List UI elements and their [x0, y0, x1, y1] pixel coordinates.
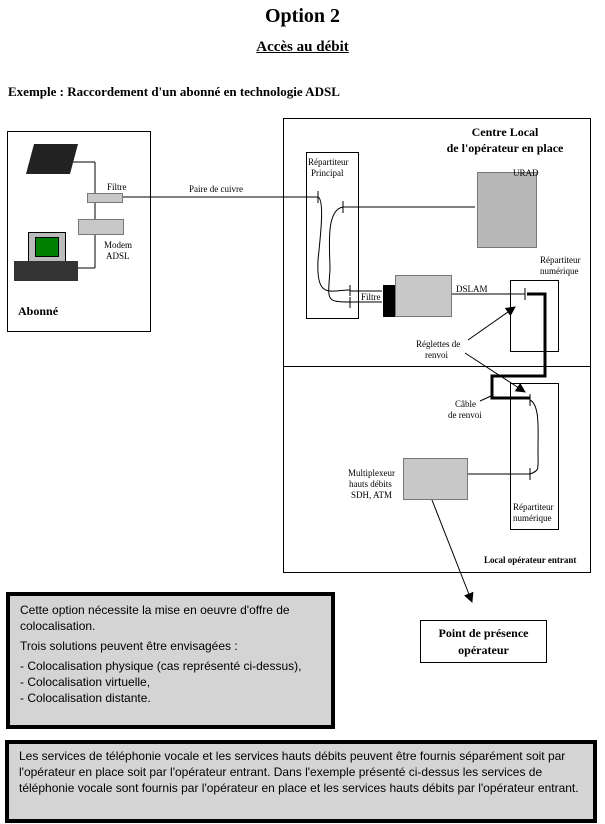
- point-of-presence-box: Point de présence opérateur: [420, 620, 547, 663]
- digital-distributor-top-label-1: Répartiteur: [540, 255, 581, 265]
- filter-device-icon: [87, 193, 123, 203]
- digital-distributor-bottom-label-2: numérique: [513, 513, 552, 523]
- dslam-filter-label: Filtre: [361, 292, 381, 302]
- pop-label-2: opérateur: [458, 643, 509, 657]
- cable-label-2: de renvoi: [448, 410, 482, 420]
- multiplexer-icon: [403, 458, 468, 500]
- cable-label-1: Câble: [455, 399, 476, 409]
- central-office-title: Centre Local de l'opérateur en place: [430, 124, 580, 156]
- digital-distributor-bottom-label-1: Répartiteur: [513, 502, 554, 512]
- note-line: Trois solutions peuvent être envisagées …: [20, 639, 238, 653]
- mux-label-3: SDH, ATM: [351, 490, 393, 500]
- telephone-icon: [25, 144, 79, 174]
- modem-icon: [78, 219, 124, 235]
- divider: [283, 366, 590, 367]
- note-line: Cette option nécessite la mise en oeuvre…: [20, 603, 290, 633]
- copper-pair-label: Paire de cuivre: [189, 184, 243, 194]
- example-heading: Exemple : Raccordement d'un abonné en te…: [8, 84, 340, 99]
- modem-label-2: ADSL: [106, 251, 130, 261]
- strips-label-1: Réglettes de: [416, 339, 461, 349]
- main-distributor-label-1: Répartiteur: [308, 157, 349, 167]
- note-item: - Colocalisation physique (cas représent…: [20, 659, 302, 673]
- note-item: - Colocalisation distante.: [20, 691, 151, 705]
- mux-label-2: hauts débits: [349, 479, 392, 489]
- central-title-line-2: de l'opérateur en place: [446, 141, 564, 155]
- central-title-line-1: Centre Local: [471, 125, 539, 139]
- note-item: - Colocalisation virtuelle,: [20, 675, 151, 689]
- page-title: Option 2: [264, 5, 341, 27]
- dslam-label: DSLAM: [456, 284, 488, 294]
- keyboard-icon: [14, 261, 78, 281]
- page-subtitle: Accès au débit: [256, 39, 349, 55]
- filter-label: Filtre: [107, 182, 127, 192]
- footer-note: Les services de téléphonie vocale et les…: [5, 740, 597, 823]
- entrant-operator-label: Local opérateur entrant: [484, 555, 577, 565]
- main-distributor-label-2: Principal: [311, 168, 344, 178]
- strips-label-2: renvoi: [425, 350, 448, 360]
- filter-block-icon: [383, 285, 395, 317]
- computer-icon: [28, 232, 66, 262]
- subscriber-label: Abonné: [18, 304, 59, 318]
- mux-label-1: Multiplexeur: [348, 468, 395, 478]
- modem-label-1: Modem: [104, 240, 132, 250]
- pop-label-1: Point de présence: [438, 626, 529, 640]
- dslam-icon: [395, 275, 452, 317]
- digital-distributor-top-label-2: numérique: [540, 266, 579, 276]
- digital-distributor-bottom-box: [510, 383, 559, 530]
- digital-distributor-top-box: [510, 280, 559, 352]
- colocation-note: Cette option nécessite la mise en oeuvre…: [6, 592, 335, 729]
- urad-rack-icon: [477, 172, 537, 248]
- urad-label: URAD: [513, 168, 539, 178]
